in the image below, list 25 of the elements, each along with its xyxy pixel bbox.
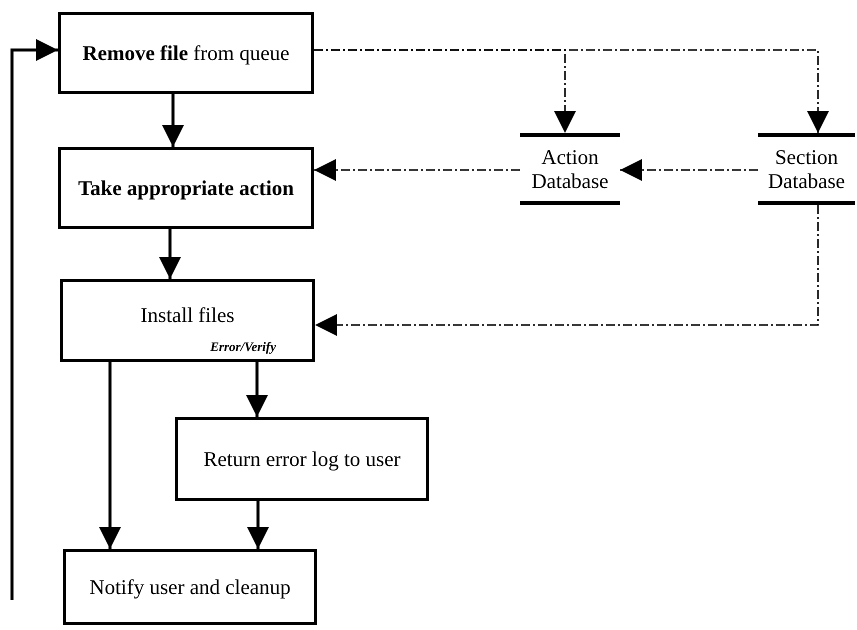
arrow	[247, 501, 269, 549]
node-text: Remove file from queue	[82, 40, 290, 66]
arrow	[314, 159, 520, 181]
arrow	[159, 229, 181, 279]
status-note: Error/Verify	[210, 339, 276, 355]
data-store	[758, 133, 855, 205]
data-store	[520, 133, 620, 205]
arrow	[99, 362, 121, 549]
node-text: Notify user and cleanup	[89, 574, 291, 600]
arrow	[10, 39, 58, 600]
arrow	[246, 362, 268, 417]
process-box	[60, 279, 315, 362]
node-text: Install files	[140, 303, 234, 328]
process-box	[58, 147, 314, 229]
process-box	[63, 549, 317, 625]
arrow	[620, 159, 758, 181]
arrow	[314, 49, 829, 133]
process-box	[175, 417, 429, 501]
node-text: Section Database	[767, 144, 846, 194]
node-text: Take appropriate action	[78, 176, 294, 200]
process-box	[58, 12, 314, 94]
node-text: Action Database	[530, 144, 610, 194]
arrow	[162, 94, 184, 147]
arrow	[315, 205, 819, 336]
node-text: Return error log to user	[203, 446, 401, 472]
